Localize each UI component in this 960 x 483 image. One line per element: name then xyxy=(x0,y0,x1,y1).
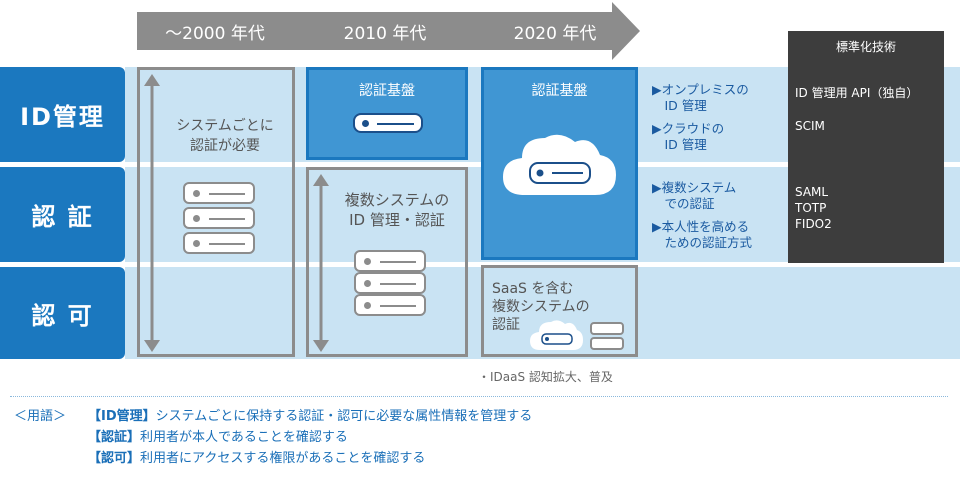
idaas-note: ・IDaaS 認知拡大、普及 xyxy=(478,370,613,384)
column-2010s-box xyxy=(306,167,468,357)
feature-id-mgmt-2: ID 管理 xyxy=(652,98,707,113)
feature-id-mgmt-1: ▶オンプレミスの xyxy=(652,82,749,97)
std-auth-2: TOTP xyxy=(795,201,827,215)
feature-auth-3: ▶本人性を高める xyxy=(652,219,750,234)
col2000-text-2: 認証が必要 xyxy=(190,138,260,154)
col2000-text-1: システムごとに xyxy=(176,118,274,134)
column-2020s-saas-box xyxy=(481,265,638,357)
feature-auth-4: ための認証方式 xyxy=(652,235,753,250)
glossary-term: 【認可】 xyxy=(88,451,141,466)
row-label-id-management: ID管理 xyxy=(0,67,125,162)
feature-auth-2: での認証 xyxy=(652,196,715,211)
vertical-double-arrow-2010 xyxy=(313,174,329,352)
era-2000s: 〜2000 年代 xyxy=(165,23,265,44)
dotted-divider xyxy=(10,396,948,397)
col2020-auth-platform-title: 認証基盤 xyxy=(531,83,588,99)
col2010-mid-text-2: ID 管理・認証 xyxy=(349,211,445,229)
era-2010s: 2010 年代 xyxy=(343,23,427,44)
standards-header: 標準化技術 xyxy=(835,40,896,54)
glossary-desc: システムごとに保持する認証・認可に必要な属性情報を管理する xyxy=(155,409,533,424)
glossary-line-auth: 【認証】利用者が本人であることを確認する xyxy=(88,426,348,445)
std-auth-1: SAML xyxy=(795,185,829,199)
glossary-desc: 利用者にアクセスする権限があることを確認する xyxy=(140,451,426,466)
std-auth-3: FIDO2 xyxy=(795,217,832,231)
era-2020s: 2020 年代 xyxy=(513,23,597,44)
col2010-auth-platform-title: 認証基盤 xyxy=(359,83,415,99)
small-cloud-server-icon xyxy=(530,320,583,350)
col2020-saas-text-3: 認証 xyxy=(492,317,520,333)
column-2000s-box xyxy=(137,67,295,357)
glossary-desc: 利用者が本人であることを確認する xyxy=(140,430,348,445)
std-id-mgmt-2: SCIM xyxy=(795,119,825,133)
glossary-line-id: 【ID管理】システムごとに保持する認証・認可に必要な属性情報を管理する xyxy=(88,405,532,424)
glossary-label: ＜用語＞ xyxy=(14,409,67,424)
row-label-authorization: 認 可 xyxy=(0,267,125,359)
feature-id-mgmt-4: ID 管理 xyxy=(652,137,707,152)
std-id-mgmt-1: ID 管理用 API（独自） xyxy=(795,86,919,100)
row-label-authentication: 認 証 xyxy=(0,167,125,262)
standards-box xyxy=(788,31,944,263)
col2020-saas-text-2: 複数システムの xyxy=(492,299,590,315)
glossary-line-authz: 【認可】利用者にアクセスする権限があることを確認する xyxy=(88,447,425,466)
cloud-server-icon xyxy=(503,134,616,195)
col2010-mid-text-1: 複数システムの xyxy=(344,191,450,209)
col2020-saas-text-1: SaaS を含む xyxy=(492,281,574,297)
glossary-term: 【ID管理】 xyxy=(88,409,156,424)
feature-id-mgmt-3: ▶クラウドの xyxy=(652,121,725,136)
feature-auth-1: ▶複数システム xyxy=(652,180,737,195)
server-icon xyxy=(353,113,423,133)
vertical-double-arrow xyxy=(144,74,160,352)
timeline-arrow xyxy=(137,2,640,60)
glossary-term: 【認証】 xyxy=(88,430,141,445)
